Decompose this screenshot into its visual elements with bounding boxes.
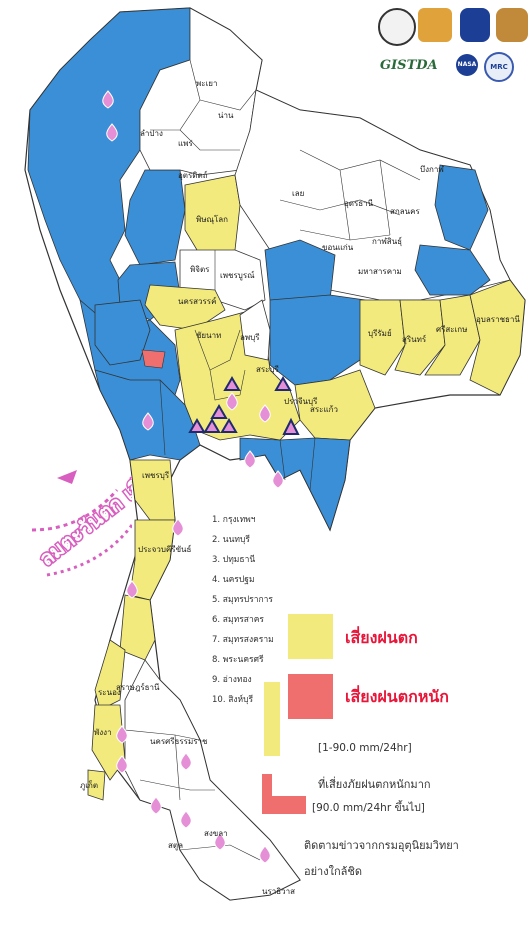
thai-emblem-icon: [418, 8, 452, 42]
navy-emblem-icon: [460, 8, 490, 42]
region-yellow-phangnga: [91, 704, 126, 781]
label-uttaradit: อุตรดิตถ์: [178, 170, 208, 180]
list-item: 1. กรุงเทพฯ: [212, 515, 256, 525]
province-labels: พะเยา น่าน ลำปาง แพร่ อุตรดิตถ์ พิษณุโลก…: [80, 79, 520, 896]
label-phitsanulok: พิษณุโลก: [196, 214, 228, 224]
label-kalasin: กาฬสินธุ์: [372, 236, 402, 246]
follow-news-text-2: อย่างใกล้ชิด: [304, 865, 362, 878]
label-phetchaburi: เพชรบุรี: [142, 471, 170, 480]
label-prachinburi: ปราจีนบุรี: [284, 397, 318, 406]
label-mahasarakham: มหาสารคาม: [358, 267, 402, 276]
wind-label: ลมตะวันตก เฉียงใต้: [34, 470, 132, 571]
label-phetchabun: เพชรบูรณ์: [220, 270, 255, 281]
label-ubon: อุบลราชธานี: [476, 315, 520, 324]
warning-markers: [188, 376, 300, 435]
label-sisaket: ศรีสะเกษ: [436, 325, 467, 334]
label-buengkan: บึงกาฬ: [420, 165, 444, 174]
wind-annotation: ลมตะวันตก เฉียงใต้: [31, 470, 132, 577]
list-item: 6. สมุทรสาคร: [212, 615, 264, 625]
legend-label-risk-heavy-rain: เสี่ยงฝนตกหนัก: [345, 687, 449, 706]
list-item: 2. นนทบุรี: [212, 535, 250, 545]
label-phichit: พิจิตร: [190, 265, 210, 274]
label-khonkaen: ขอนแก่น: [322, 243, 354, 252]
label-surat: สุราษฎร์ธานี: [116, 682, 160, 692]
region-white-south: [124, 659, 301, 901]
tmd-logo-icon: [378, 8, 416, 46]
label-songkhla: สงขลา: [204, 829, 228, 838]
region-yellow-phuket: [87, 769, 106, 801]
mrc-logo: MRC: [484, 52, 514, 82]
list-item: 8. พระนครศรี: [212, 655, 264, 665]
legend-swatch-yellow: [288, 614, 333, 659]
list-item: 3. ปทุมธานี: [212, 555, 256, 565]
label-nan: น่าน: [218, 111, 234, 120]
label-buriram: บุรีรัมย์: [368, 328, 392, 338]
label-sakon: สกลนคร: [390, 207, 420, 216]
label-udon: อุดรธานี: [344, 199, 374, 208]
label-narathiwat: นราธิวาส: [262, 887, 295, 896]
rain-drop-icons: [102, 90, 284, 864]
list-item: 4. นครปฐม: [212, 575, 255, 585]
gistda-logo: GISTDA: [380, 58, 438, 73]
label-phayao: พะเยา: [196, 79, 217, 88]
label-nakhonsawan: นครสวรรค์: [178, 296, 216, 306]
logo-strip: GISTDA NASA MRC: [372, 6, 528, 94]
airforce-emblem-icon: [496, 8, 528, 42]
list-item: 7. สมุทรสงคราม: [212, 635, 274, 645]
region-red-patch: [141, 349, 166, 369]
label-phrae: แพร่: [178, 139, 193, 148]
legend-label-risk-rain: เสี่ยงฝนตก: [345, 628, 418, 647]
label-nakhonsi: นครศรีธรรมราช: [150, 737, 208, 746]
legend-very-heavy-label: ที่เสี่ยงภัยฝนตกหนักมาก: [318, 778, 431, 791]
region-yellow-ubon: [469, 279, 526, 396]
label-saraburi: สระบุรี: [256, 365, 280, 374]
label-ranong: ระนอง: [98, 688, 121, 697]
legend-swatch-old-red-mask: [272, 774, 306, 796]
region-white-north: [139, 7, 263, 176]
nasa-logo: NASA: [456, 54, 478, 76]
label-surin: สุรินทร์: [402, 334, 427, 344]
label-prachuap: ประจวบคีรีขันธ์: [138, 544, 192, 554]
follow-news-text: ติดตามข่าวจากกรมอุตุนิยมวิทยา: [304, 839, 459, 852]
region-blue-korat: [269, 294, 366, 386]
region-yellow-sakaeo: [294, 369, 376, 441]
label-satun: สตูล: [168, 841, 183, 851]
label-phangnga: พังงา: [94, 728, 112, 737]
list-item: 10. สิงห์บุรี: [212, 695, 254, 705]
label-lopburi: ลพบุรี: [240, 333, 260, 342]
label-lampang: ลำปาง: [140, 129, 163, 138]
label-sakaeo: สระแก้ว: [310, 405, 338, 414]
region-blue-sukhothai: [124, 169, 186, 266]
region-blue-east: [239, 437, 351, 532]
list-item: 9. อ่างทอง: [212, 675, 252, 685]
region-yellow-chumphon: [119, 594, 156, 661]
label-chainat: ชัยนาท: [196, 331, 221, 340]
legend-swatch-red: [288, 674, 333, 719]
region-yellow-buriram: [359, 299, 406, 376]
region-blue-uthai: [94, 299, 151, 366]
legend-old-range: [1-90.0 mm/24hr]: [318, 742, 412, 754]
label-phuket: ภูเก็ต: [80, 780, 98, 791]
legend-swatch-old-yellow: [264, 682, 280, 756]
region-white-lopburi: [239, 299, 271, 361]
province-number-list: 1. กรุงเทพฯ 2. นนทบุรี 3. ปทุมธานี 4. นค…: [212, 510, 274, 710]
list-item: 5. สมุทรปราการ: [212, 595, 273, 605]
legend-very-heavy-range: [90.0 mm/24hr ขึ้นไป]: [312, 802, 425, 814]
label-loei: เลย: [292, 189, 304, 198]
